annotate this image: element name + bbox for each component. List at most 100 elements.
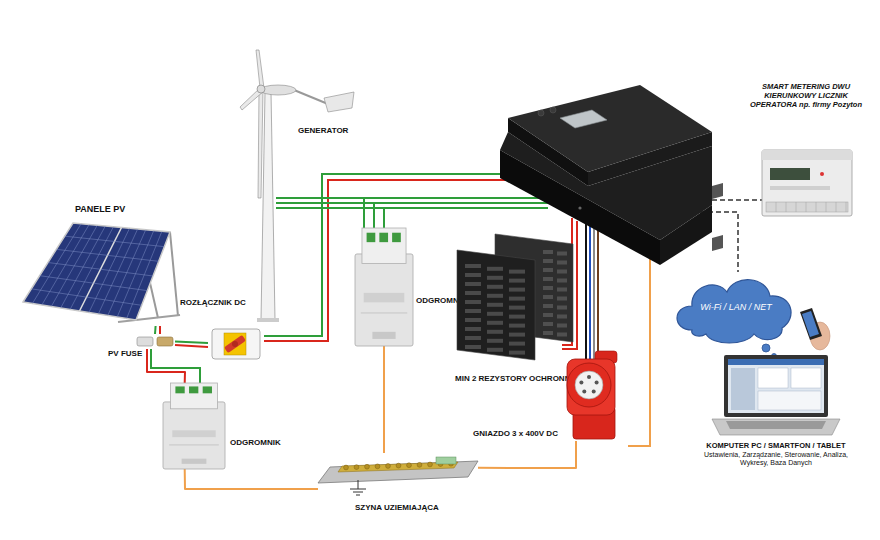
dc-cable	[159, 326, 161, 334]
vent-slot	[509, 315, 525, 319]
controller-display	[560, 110, 607, 128]
phase-tap	[363, 198, 365, 230]
socket-pin	[582, 389, 586, 393]
vent-slot	[465, 327, 481, 331]
label-group: SMART METERING DWU KIERUNKOWY LICZNIK OP…	[744, 82, 868, 109]
surge-arrester-shape	[163, 383, 225, 469]
protective-resistors-shape	[455, 234, 580, 360]
terminal-divider	[786, 202, 787, 212]
vent-slot	[487, 267, 503, 271]
vent-slot	[557, 270, 567, 274]
arrester-terminal	[189, 386, 198, 393]
ground-symbol	[353, 492, 363, 493]
surge-arrester-shape	[355, 228, 413, 346]
arrester-groove	[361, 312, 407, 313]
terminal-divider	[846, 202, 847, 212]
pv-panels: PANELE PV	[18, 218, 190, 326]
network-cloud: Wi-Fi / LAN / NET	[672, 268, 800, 348]
wind-turbine: GENERATOR	[228, 48, 363, 323]
vent-slot	[465, 291, 481, 295]
vent-slot	[543, 286, 553, 290]
phase-cable	[276, 202, 548, 204]
fuse-holder	[137, 337, 153, 346]
turbine-blade	[256, 50, 264, 88]
phase-tap	[373, 203, 375, 230]
arrester-terminal	[379, 233, 388, 242]
ac-cable	[589, 226, 591, 362]
arrester-window	[364, 293, 405, 302]
panel-leg	[170, 232, 178, 316]
switch-axis	[232, 341, 238, 347]
controller-button	[550, 107, 556, 113]
ground-symbol	[350, 489, 366, 490]
vent-slot	[557, 306, 567, 310]
ground-wire	[478, 441, 576, 468]
vent-slot	[509, 270, 525, 274]
part-label: ODGROMNIK	[230, 438, 281, 448]
part-label: MIN 2 REZYSTORY OCHRONNE	[455, 374, 576, 384]
vent-slot	[509, 351, 525, 355]
wind-turbine-shape	[228, 48, 363, 323]
vent-slot	[487, 330, 503, 334]
terminal-divider	[806, 202, 807, 212]
app-panel	[758, 368, 788, 388]
vent-slot	[487, 294, 503, 298]
part-label: SMART METERING DWU KIERUNKOWY LICZNIK OP…	[744, 82, 868, 109]
ground-wire	[628, 258, 650, 446]
terminal-divider	[826, 202, 827, 212]
tower-base	[257, 318, 279, 322]
socket-pin	[579, 381, 583, 385]
part-label: GENERATOR	[298, 126, 348, 136]
vent-slot	[487, 285, 503, 289]
arrester-terminal	[372, 332, 395, 339]
vent-slot	[543, 259, 553, 263]
dc-socket-shape	[555, 345, 625, 441]
part-label: SZYNA UZIEMIAJĄCA	[355, 503, 439, 513]
ac-cable	[585, 224, 587, 362]
vent-slot	[487, 321, 503, 325]
busbar-screw	[354, 465, 359, 470]
arrester-terminal	[392, 233, 401, 242]
vent-slot	[543, 295, 553, 299]
vent-slot	[509, 306, 525, 310]
laptop-computer: KOMPUTER PC / SMARTFON / TABLETUstawieni…	[712, 355, 840, 437]
vent-slot	[543, 277, 553, 281]
switch-knob	[224, 335, 246, 353]
socket-body	[567, 359, 615, 415]
turbine-tower	[261, 92, 275, 320]
label-group: Wi-Fi / LAN / NET	[672, 302, 800, 313]
tail-fin	[324, 92, 354, 112]
cell-line	[40, 276, 148, 291]
protective-resistors: MIN 2 REZYSTORY OCHRONNE	[455, 234, 580, 360]
part-label: PANELE PV	[75, 204, 125, 215]
ground-wire	[185, 469, 318, 489]
data-link	[712, 199, 762, 201]
label-group: PV FUSE	[108, 349, 142, 359]
label-group: SZYNA UZIEMIAJĄCA	[355, 503, 439, 513]
arrester-terminal	[367, 233, 376, 242]
socket-pin	[592, 389, 596, 393]
controller-button	[538, 110, 544, 116]
vent-slot	[543, 250, 553, 254]
busbar-screw	[365, 464, 370, 469]
busbar-screw	[417, 462, 422, 467]
socket-face	[567, 363, 611, 407]
vent-slot	[557, 261, 567, 265]
vent-slot	[543, 313, 553, 317]
cell-line	[56, 249, 158, 261]
busbar-screw	[386, 464, 391, 469]
vent-slot	[557, 252, 567, 256]
controller-top	[508, 85, 712, 172]
resistor-housing	[457, 250, 535, 360]
terminal-divider	[816, 202, 817, 212]
busbar-screw	[396, 463, 401, 468]
surge-arrester: ODGROMNIK	[355, 228, 413, 346]
turbine-blade	[258, 90, 263, 198]
label-group: ODGROMNIK	[230, 438, 281, 448]
grounding-busbar-shape	[318, 453, 478, 498]
part-label: KOMPUTER PC / SMARTFON / TABLET	[691, 441, 861, 450]
dc-disconnector: ROZŁĄCZNIK DC	[208, 323, 264, 363]
socket-pin	[595, 381, 599, 385]
arrester-window	[172, 430, 215, 437]
socket-insert	[575, 371, 603, 399]
